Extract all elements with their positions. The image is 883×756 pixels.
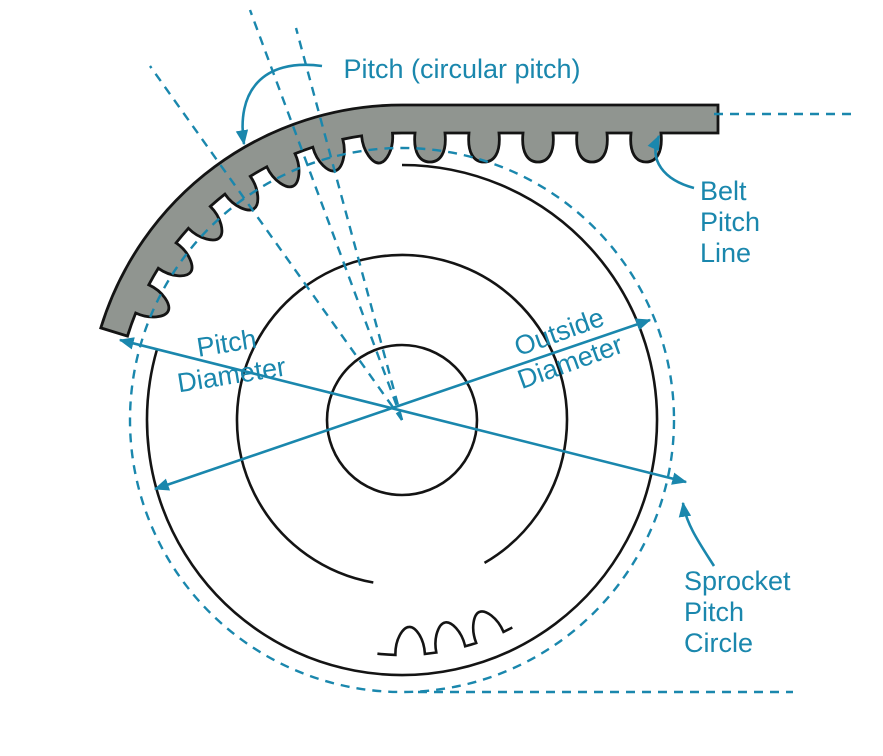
svg-text:Circle: Circle (684, 628, 753, 658)
sprocket-outer-circle (145, 163, 659, 677)
belt-pitch-line-label: Belt Pitch Line (700, 176, 760, 268)
timing-belt (99, 103, 720, 338)
pitch-label: Pitch (circular pitch) (343, 54, 580, 84)
svg-text:Pitch: Pitch (700, 207, 760, 237)
pitch-callout-arrow (235, 63, 323, 146)
sprocket-pitch-circle-label: Sprocket Pitch Circle (684, 566, 791, 658)
sprocket-pitch-circle-callout-arrow (678, 501, 716, 567)
pitch-angle-ray-3 (294, 27, 404, 421)
outside-diameter-label: Outside Diameter (510, 302, 626, 395)
outside-diameter-arrow (153, 318, 652, 491)
svg-text:Belt: Belt (700, 176, 747, 206)
sprocket-teeth-detail (377, 610, 513, 657)
belt-pitch-line-callout-arrow (647, 134, 695, 190)
svg-text:Pitch: Pitch (684, 597, 744, 627)
pitch-diameter-label: Pitch Diameter (175, 324, 288, 398)
svg-text:Line: Line (700, 238, 751, 268)
svg-text:Sprocket: Sprocket (684, 566, 791, 596)
